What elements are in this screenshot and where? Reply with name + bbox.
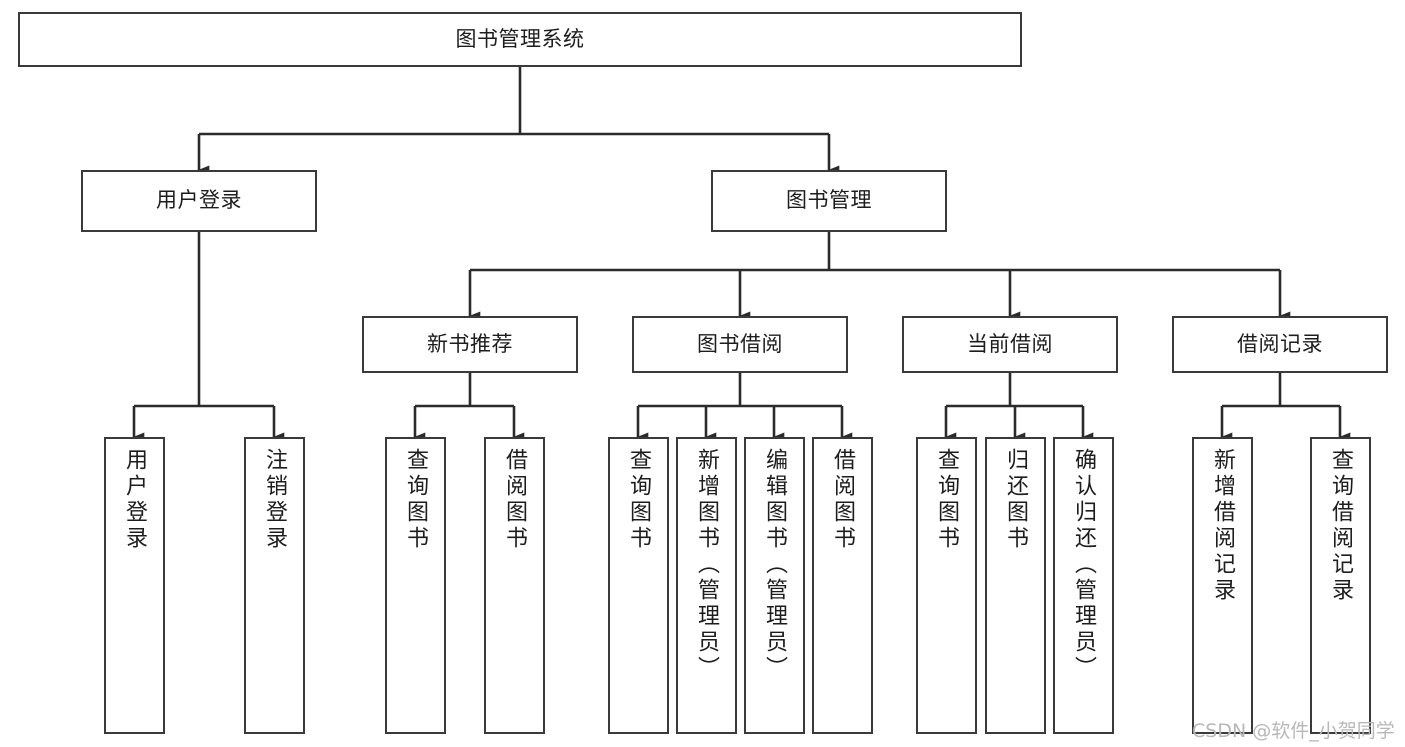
node-new-book-recommend[interactable]: 新书推荐 — [362, 316, 578, 373]
node-label: 用户登录 — [156, 188, 242, 213]
node-leaf-edit-book[interactable]: 编辑图书（管理员） — [744, 437, 805, 734]
csdn-watermark: CSDN @软件_小贺同学 — [1192, 720, 1395, 742]
node-leaf-add-borrow-record[interactable]: 新增借阅记录 — [1192, 437, 1253, 734]
node-label: 新书推荐 — [427, 331, 513, 356]
node-label: 编辑图书（管理员） — [762, 448, 788, 682]
node-leaf-query-borrow-record[interactable]: 查询借阅记录 — [1310, 437, 1371, 734]
node-label: 图书借阅 — [697, 331, 783, 356]
node-leaf-logout-login[interactable]: 注销登录 — [244, 437, 305, 734]
node-label: 借阅图书 — [830, 448, 856, 552]
node-current-borrow[interactable]: 当前借阅 — [902, 316, 1118, 373]
node-label: 查询图书 — [403, 448, 429, 552]
node-label: 确认归还（管理员） — [1071, 448, 1097, 682]
node-label: 当前借阅 — [967, 331, 1053, 356]
node-leaf-borrow-books-1[interactable]: 借阅图书 — [484, 437, 545, 734]
node-label: 用户登录 — [122, 448, 148, 552]
node-borrow-record[interactable]: 借阅记录 — [1172, 316, 1388, 373]
node-label: 查询图书 — [934, 448, 960, 552]
node-label: 查询图书 — [626, 448, 652, 552]
node-label: 新增图书（管理员） — [694, 448, 720, 682]
node-leaf-add-book[interactable]: 新增图书（管理员） — [676, 437, 737, 734]
node-leaf-borrow-books-2[interactable]: 借阅图书 — [812, 437, 873, 734]
node-leaf-query-books-2[interactable]: 查询图书 — [608, 437, 669, 734]
node-book-borrow[interactable]: 图书借阅 — [632, 316, 848, 373]
node-root-system[interactable]: 图书管理系统 — [18, 12, 1022, 67]
node-user-login[interactable]: 用户登录 — [81, 170, 317, 232]
node-label: 借阅图书 — [502, 448, 528, 552]
node-label: 图书管理 — [786, 188, 872, 213]
node-leaf-query-books-3[interactable]: 查询图书 — [916, 437, 977, 734]
node-label: 新增借阅记录 — [1210, 448, 1236, 604]
node-label: 图书管理系统 — [455, 26, 585, 51]
node-label: 借阅记录 — [1237, 331, 1323, 356]
node-book-management[interactable]: 图书管理 — [711, 170, 947, 232]
node-label: 归还图书 — [1003, 448, 1029, 552]
node-leaf-user-login[interactable]: 用户登录 — [104, 437, 165, 734]
node-label: 注销登录 — [262, 448, 288, 552]
node-leaf-confirm-return[interactable]: 确认归还（管理员） — [1053, 437, 1114, 734]
node-label: 查询借阅记录 — [1328, 448, 1354, 604]
node-leaf-return-books[interactable]: 归还图书 — [985, 437, 1046, 734]
node-leaf-query-books-1[interactable]: 查询图书 — [385, 437, 446, 734]
